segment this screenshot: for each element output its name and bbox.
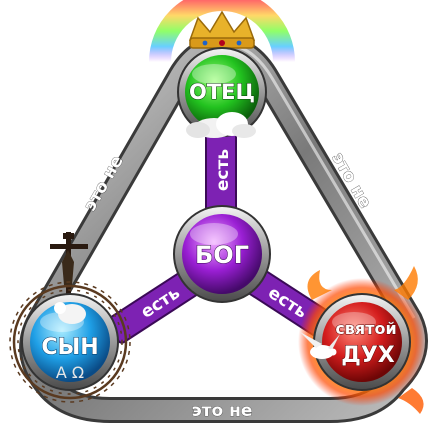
spirit-label-bottom: ДУХ: [341, 343, 395, 368]
father-label: ОТЕЦ: [189, 80, 255, 104]
ring-label-bottom: это не: [192, 401, 253, 421]
son-label: СЫН: [41, 335, 98, 360]
alpha-omega-label: A Ω: [56, 363, 84, 382]
spirit-label-top: святой: [335, 319, 396, 338]
crown-icon: [190, 12, 254, 48]
ring-text-son-spirit: это не: [192, 401, 253, 421]
god-label: БОГ: [195, 241, 249, 269]
node-spirit: святой ДУХ: [298, 266, 426, 414]
node-god: БОГ: [174, 206, 270, 302]
spoke-text-father-god: есть: [213, 149, 233, 191]
